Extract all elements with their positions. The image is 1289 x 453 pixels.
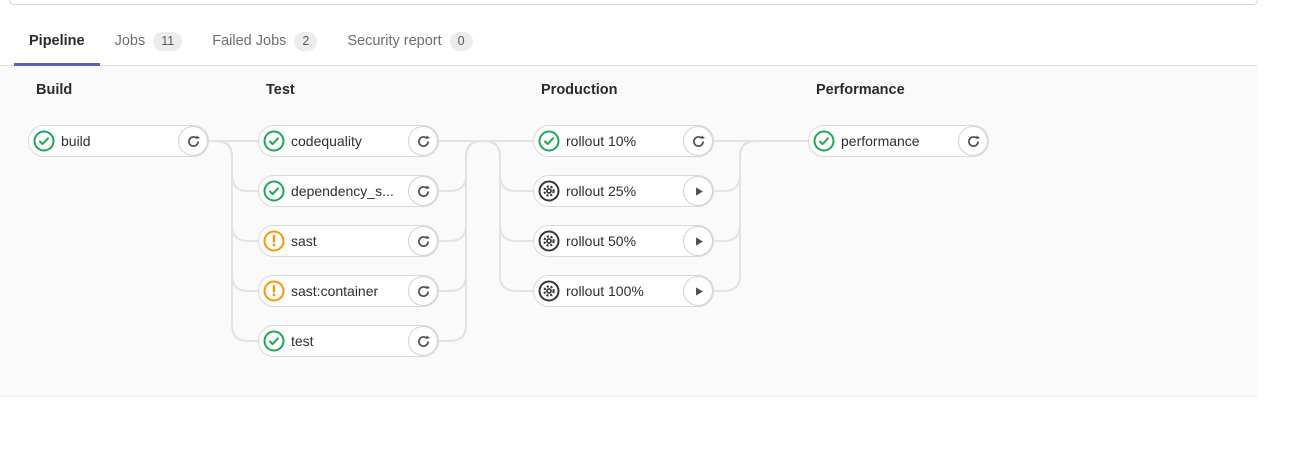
retry-button[interactable] — [408, 176, 438, 206]
retry-icon — [187, 134, 200, 147]
success-status-icon — [813, 130, 835, 152]
job-name: sast:container — [291, 283, 379, 299]
job-name: rollout 25% — [566, 183, 637, 199]
retry-icon — [417, 184, 430, 197]
success-status-icon — [538, 130, 560, 152]
stage-title-production: Production — [541, 82, 618, 98]
play-button[interactable] — [683, 176, 713, 206]
warning-status-icon — [263, 230, 285, 252]
pipeline-tab-bar: Pipeline Jobs 11 Failed Jobs 2 Security … — [0, 5, 1258, 66]
job-name: codequality — [291, 133, 362, 149]
retry-button[interactable] — [408, 326, 438, 356]
stage-title-test: Test — [266, 82, 295, 98]
job-build[interactable]: build — [28, 125, 209, 157]
manual-status-icon — [538, 280, 560, 302]
job-rollout-25[interactable]: rollout 25% — [533, 175, 714, 207]
tab-count-badge: 0 — [449, 31, 473, 51]
retry-button[interactable] — [958, 126, 988, 156]
play-icon — [695, 236, 703, 246]
retry-icon — [692, 134, 705, 147]
retry-button[interactable] — [408, 226, 438, 256]
manual-status-icon — [538, 180, 560, 202]
retry-icon — [417, 134, 430, 147]
retry-button[interactable] — [408, 126, 438, 156]
tab-jobs[interactable]: Jobs 11 — [100, 19, 198, 66]
job-name: rollout 100% — [566, 283, 644, 299]
job-name: build — [61, 133, 91, 149]
tab-label: Failed Jobs — [212, 33, 287, 49]
job-test[interactable]: test — [258, 325, 439, 357]
retry-icon — [417, 334, 430, 347]
job-name: rollout 50% — [566, 233, 637, 249]
job-name: performance — [841, 133, 920, 149]
success-status-icon — [263, 180, 285, 202]
tab-label: Pipeline — [29, 33, 85, 49]
job-rollout-100[interactable]: rollout 100% — [533, 275, 714, 307]
tab-label: Security report — [347, 33, 442, 49]
job-name: test — [291, 333, 314, 349]
job-dependency-scanning[interactable]: dependency_s... — [258, 175, 439, 207]
pipeline-graph: Build Test Production Performance build … — [0, 66, 1258, 397]
job-name: sast — [291, 233, 317, 249]
job-codequality[interactable]: codequality — [258, 125, 439, 157]
success-status-icon — [33, 130, 55, 152]
job-rollout-10[interactable]: rollout 10% — [533, 125, 714, 157]
stage-title-performance: Performance — [816, 82, 905, 98]
play-icon — [695, 186, 703, 196]
warning-status-icon — [263, 280, 285, 302]
retry-icon — [417, 234, 430, 247]
tab-count-badge: 11 — [153, 31, 183, 51]
job-sast[interactable]: sast — [258, 225, 439, 257]
job-name: dependency_s... — [291, 183, 394, 199]
retry-button[interactable] — [408, 276, 438, 306]
success-status-icon — [263, 130, 285, 152]
manual-status-icon — [538, 230, 560, 252]
tab-security-report[interactable]: Security report 0 — [332, 19, 487, 66]
tab-count-badge: 2 — [294, 31, 318, 51]
retry-icon — [417, 284, 430, 297]
job-performance[interactable]: performance — [808, 125, 989, 157]
retry-icon — [967, 134, 980, 147]
page-content: Pipeline Jobs 11 Failed Jobs 2 Security … — [0, 0, 1258, 397]
job-name: rollout 10% — [566, 133, 637, 149]
tab-failed-jobs[interactable]: Failed Jobs 2 — [197, 19, 332, 66]
job-rollout-50[interactable]: rollout 50% — [533, 225, 714, 257]
retry-button[interactable] — [683, 126, 713, 156]
success-status-icon — [263, 330, 285, 352]
job-sast-container[interactable]: sast:container — [258, 275, 439, 307]
play-icon — [695, 286, 703, 296]
tab-pipeline[interactable]: Pipeline — [14, 19, 100, 66]
retry-button[interactable] — [178, 126, 208, 156]
tab-label: Jobs — [114, 33, 146, 49]
play-button[interactable] — [683, 276, 713, 306]
pipeline-connectors — [209, 140, 808, 342]
stage-title-build: Build — [36, 82, 73, 98]
play-button[interactable] — [683, 226, 713, 256]
